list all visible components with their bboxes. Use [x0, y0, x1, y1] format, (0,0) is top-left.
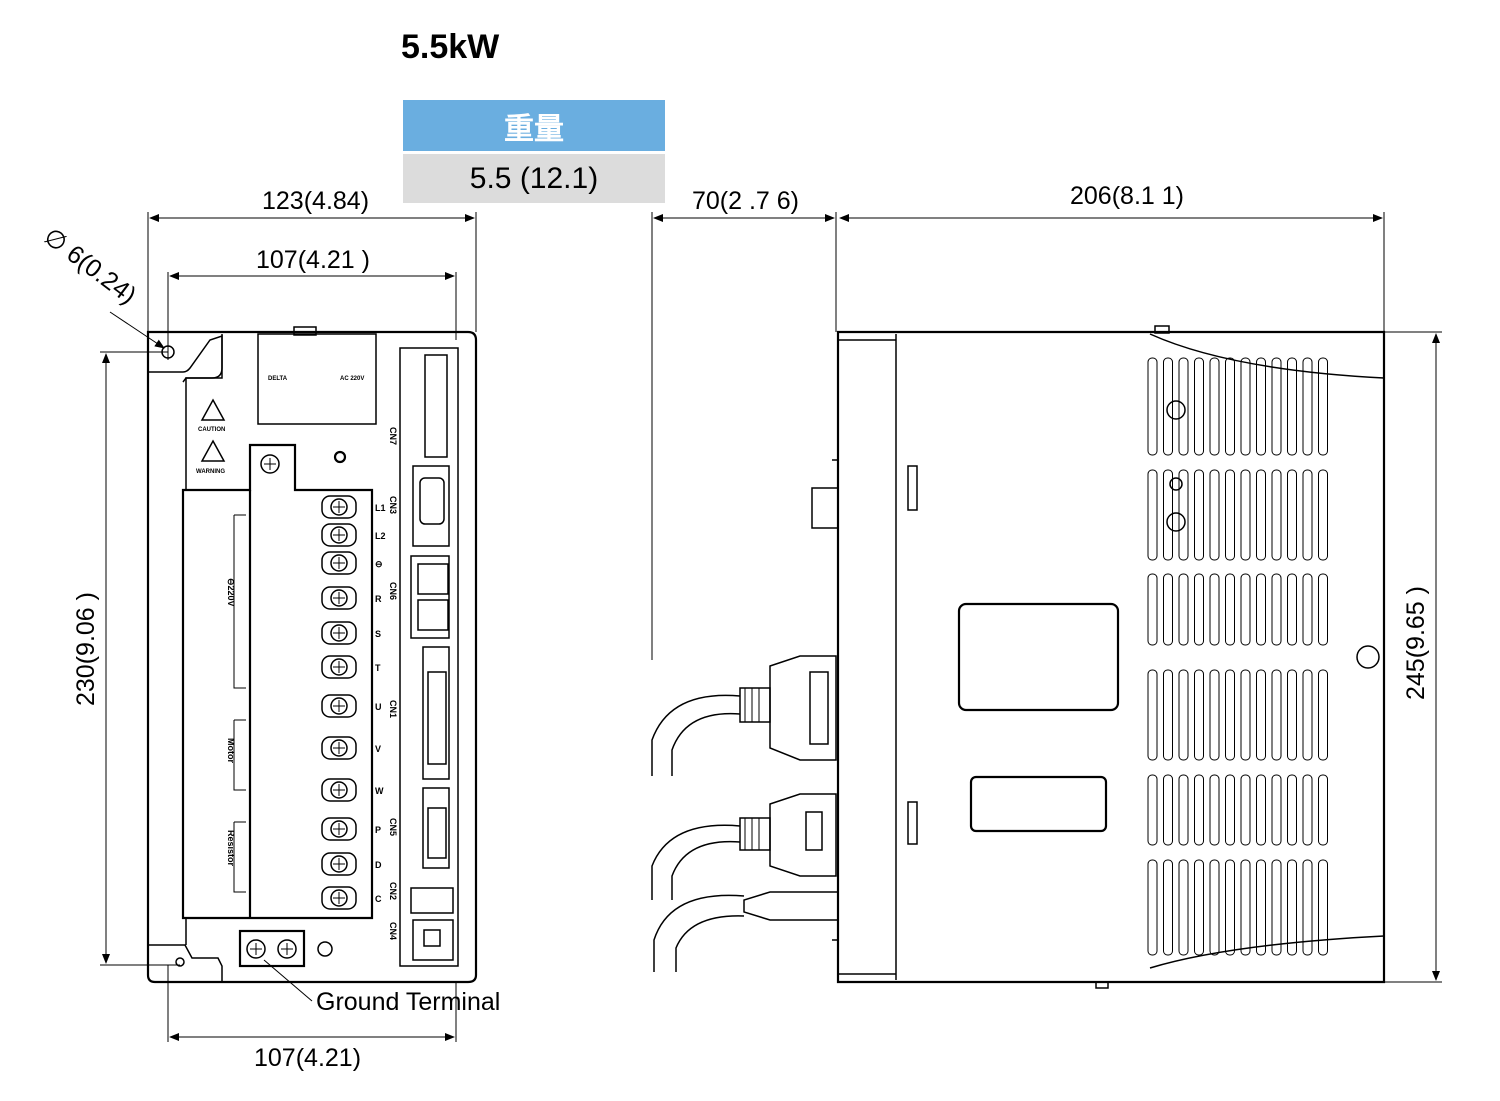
dim-hole-diameter: ∅ 6(0.24) — [38, 222, 141, 309]
mounting-hole-bottom — [175, 957, 185, 967]
dim-connector-depth: 70(2 .7 6) — [692, 187, 799, 215]
side-view — [651, 325, 1386, 989]
side-hole — [1356, 645, 1380, 669]
dim-hole-spacing-top: 107(4.21 ) — [256, 246, 370, 274]
side-label-window-small — [969, 775, 1108, 833]
terminal-label: W — [375, 786, 384, 796]
connector-panel — [399, 347, 459, 967]
indicator-hole — [333, 450, 347, 464]
cn5-connector — [422, 787, 450, 869]
ground-terminal — [238, 929, 306, 968]
warning-icon — [200, 439, 226, 462]
ground-terminal-leader — [263, 959, 313, 1002]
dim-width-top: 123(4.84) — [262, 187, 369, 215]
dim-height-front: 230(9.06 ) — [72, 592, 100, 706]
terminal-label: U — [375, 702, 382, 712]
terminal-label: L2 — [375, 531, 386, 541]
terminal-label: S — [375, 629, 381, 639]
caution-icon — [200, 398, 226, 421]
terminal-label: C — [375, 894, 382, 904]
cn2-connector — [410, 887, 454, 914]
connector-label: CN2 — [388, 882, 398, 900]
cn6-connector — [410, 555, 450, 639]
side-label-window-large — [957, 602, 1120, 712]
warning-label: WARNING — [196, 469, 225, 475]
terminal-label: T — [375, 663, 381, 673]
terminal-label: D — [375, 860, 382, 870]
ground-terminal-callout: Ground Terminal — [316, 988, 500, 1016]
terminal-label: R — [375, 594, 382, 604]
dim-height-side: 245(9.65 ) — [1402, 586, 1430, 700]
nameplate-left-text: DELTA — [268, 376, 288, 382]
terminal-label: ⊖ — [375, 559, 383, 569]
cable-cn2 — [653, 891, 838, 972]
dim-body-depth: 206(8.1 1) — [1070, 182, 1184, 210]
terminal-label: V — [375, 744, 381, 754]
connector-label: CN4 — [388, 922, 398, 940]
cable-cn5 — [651, 793, 837, 900]
front-view: DELTA AC 220V CAUTION WARNING ⊖220V Moto… — [146, 326, 500, 1016]
connector-label: CN1 — [388, 700, 398, 718]
cn7-connector — [424, 354, 448, 458]
connector-label: CN7 — [388, 427, 398, 445]
nameplate-right-text: AC 220V — [340, 376, 364, 382]
voltage-label: ⊖220V — [226, 578, 236, 607]
terminal-label: L1 — [375, 503, 386, 513]
dim-width-bottom: 107(4.21) — [254, 1044, 361, 1072]
cn1-connector — [422, 646, 450, 780]
page-title: 5.5kW — [401, 28, 500, 66]
cn3-connector — [412, 465, 450, 547]
connector-label: CN6 — [388, 582, 398, 600]
resistor-label: Resistor — [226, 830, 236, 867]
motor-label: Motor — [226, 738, 236, 763]
connector-label: CN5 — [388, 818, 398, 836]
caution-label: CAUTION — [198, 427, 225, 433]
weight-table-value: 5.5 (12.1) — [403, 154, 665, 203]
terminal-label: P — [375, 825, 381, 835]
cn4-connector — [412, 919, 454, 961]
cable-cn1 — [651, 655, 837, 776]
heatsink-fins — [1147, 357, 1328, 956]
cover-screw-icon — [260, 454, 280, 474]
nameplate — [257, 333, 377, 425]
side-dimensions: 70(2 .7 6) 206(8.1 1) 245(9.65 ) — [651, 182, 1442, 983]
connector-label: CN3 — [388, 496, 398, 514]
ground-symbol-icon — [317, 941, 333, 957]
weight-table: 重量 5.5 (12.1) — [403, 100, 665, 203]
weight-table-header: 重量 — [403, 100, 665, 151]
